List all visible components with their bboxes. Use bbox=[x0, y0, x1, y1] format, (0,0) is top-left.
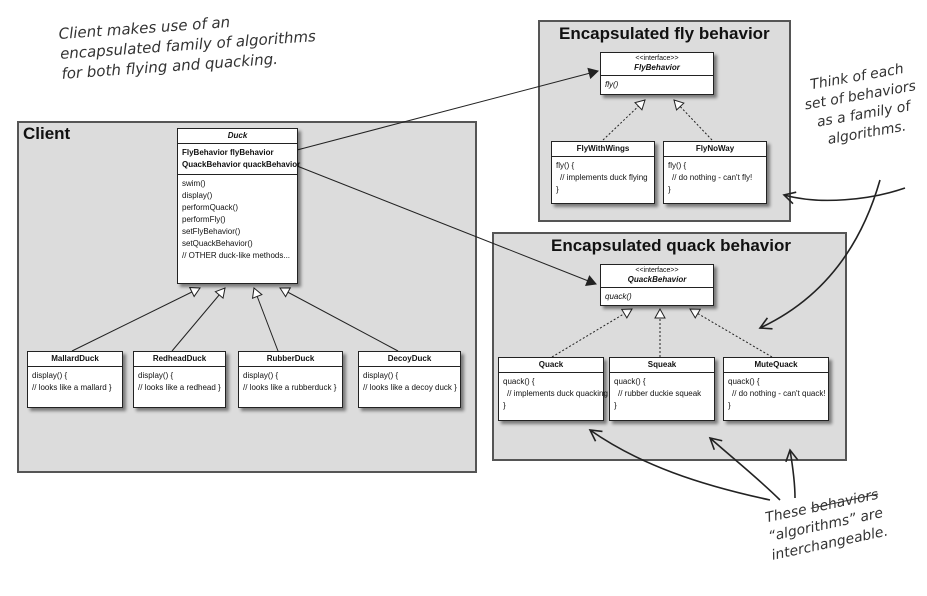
code-line: } bbox=[728, 401, 731, 410]
duck-attribute: FlyBehavior flyBehavior bbox=[182, 148, 274, 157]
code-line: fly() { bbox=[668, 161, 687, 170]
code-line: } bbox=[668, 185, 671, 194]
code-line: display() { bbox=[243, 371, 279, 380]
flynoway-class-name: FlyNoWay bbox=[664, 142, 766, 157]
quackbehavior-header: <<interface>> QuackBehavior bbox=[601, 265, 713, 288]
duck-method: performQuack() bbox=[182, 203, 239, 212]
flybehavior-header: <<interface>> FlyBehavior bbox=[601, 53, 713, 76]
flynoway-body: fly() { // do nothing - can't fly! } bbox=[664, 157, 766, 199]
quack-body: quack() { // implements duck quacking } bbox=[499, 373, 608, 415]
code-line: // looks like a decoy duck } bbox=[363, 383, 457, 392]
code-line: quack() { bbox=[728, 377, 760, 386]
quack-behavior-panel-title: Encapsulated quack behavior bbox=[551, 236, 791, 255]
family-note-arrow-to-fly bbox=[782, 187, 906, 205]
duck-attribute: QuackBehavior quackBehavior bbox=[182, 160, 301, 169]
mallardduck-body: display() { // looks like a mallard } bbox=[28, 367, 122, 397]
client-panel-title: Client bbox=[23, 124, 71, 143]
flybehavior-methods: fly() bbox=[601, 76, 713, 94]
quack-class-name: Quack bbox=[499, 358, 603, 373]
duck-method: // OTHER duck-like methods... bbox=[182, 251, 291, 260]
code-line: // implements duck flying bbox=[560, 173, 648, 182]
mutequack-class: MuteQuack quack() { // do nothing - can'… bbox=[723, 357, 829, 421]
duck-method: setFlyBehavior() bbox=[182, 227, 241, 236]
squeak-class: Squeak quack() { // rubber duckie squeak… bbox=[609, 357, 715, 421]
duck-attributes: FlyBehavior flyBehavior QuackBehavior qu… bbox=[178, 144, 301, 175]
duck-class: Duck FlyBehavior flyBehavior QuackBehavi… bbox=[177, 128, 301, 284]
flybehavior-method: fly() bbox=[605, 80, 619, 89]
duck-method: setQuackBehavior() bbox=[182, 239, 253, 248]
quackbehavior-methods: quack() bbox=[601, 288, 713, 306]
code-line: // looks like a redhead } bbox=[138, 383, 221, 392]
duck-method: swim() bbox=[182, 179, 206, 188]
code-line: fly() { bbox=[556, 161, 575, 170]
flybehavior-name: FlyBehavior bbox=[634, 63, 680, 72]
duck-class-name: Duck bbox=[178, 129, 297, 144]
code-line: } bbox=[503, 401, 506, 410]
code-line: // looks like a rubberduck } bbox=[243, 383, 337, 392]
redheadduck-class-name: RedheadDuck bbox=[134, 352, 225, 367]
family-note: Think of each set of behaviors as a fami… bbox=[800, 58, 924, 152]
interface-stereotype: <<interface>> bbox=[635, 55, 679, 62]
rubberduck-body: display() { // looks like a rubberduck } bbox=[239, 367, 342, 397]
code-line: // do nothing - can't quack! bbox=[732, 389, 826, 398]
quackbehavior-method: quack() bbox=[605, 292, 632, 301]
quack-class: Quack quack() { // implements duck quack… bbox=[498, 357, 608, 421]
code-line: display() { bbox=[363, 371, 399, 380]
decoyduck-class: DecoyDuck display() { // looks like a de… bbox=[358, 351, 461, 408]
code-line: // rubber duckie squeak bbox=[618, 389, 702, 398]
redheadduck-body: display() { // looks like a redhead } bbox=[134, 367, 225, 397]
mallardduck-class: MallardDuck display() { // looks like a … bbox=[27, 351, 123, 408]
code-line: display() { bbox=[32, 371, 68, 380]
code-line: } bbox=[614, 401, 617, 410]
flywithwings-class: FlyWithWings fly() { // implements duck … bbox=[551, 141, 655, 204]
code-line: quack() { bbox=[614, 377, 646, 386]
squeak-body: quack() { // rubber duckie squeak } bbox=[610, 373, 714, 415]
code-line: // implements duck quacking bbox=[507, 389, 608, 398]
code-line: // do nothing - can't fly! bbox=[672, 173, 753, 182]
code-line: } bbox=[556, 185, 559, 194]
interface-stereotype: <<interface>> bbox=[635, 267, 679, 274]
duck-method: display() bbox=[182, 191, 213, 200]
code-line: // looks like a mallard } bbox=[32, 383, 112, 392]
decoyduck-body: display() { // looks like a decoy duck } bbox=[359, 367, 460, 397]
fly-behavior-panel-title: Encapsulated fly behavior bbox=[559, 24, 770, 43]
mutequack-body: quack() { // do nothing - can't quack! } bbox=[724, 373, 828, 415]
rubberduck-class: RubberDuck display() { // looks like a r… bbox=[238, 351, 343, 408]
duck-method: performFly() bbox=[182, 215, 226, 224]
rubberduck-class-name: RubberDuck bbox=[239, 352, 342, 367]
redheadduck-class: RedheadDuck display() { // looks like a … bbox=[133, 351, 226, 408]
client-note: Client makes use of an encapsulated fami… bbox=[58, 6, 318, 84]
quackbehavior-name: QuackBehavior bbox=[627, 275, 687, 284]
code-line: quack() { bbox=[503, 377, 535, 386]
flywithwings-body: fly() { // implements duck flying } bbox=[552, 157, 654, 199]
quackbehavior-interface: <<interface>> QuackBehavior quack() bbox=[600, 264, 714, 306]
duck-methods: swim() display() performQuack() performF… bbox=[178, 175, 297, 265]
flynoway-class: FlyNoWay fly() { // do nothing - can't f… bbox=[663, 141, 767, 204]
flywithwings-class-name: FlyWithWings bbox=[552, 142, 654, 157]
code-line: display() { bbox=[138, 371, 174, 380]
mutequack-class-name: MuteQuack bbox=[724, 358, 828, 373]
interchange-note: These behaviors “algorithms” are interch… bbox=[762, 485, 890, 565]
flybehavior-interface: <<interface>> FlyBehavior fly() bbox=[600, 52, 714, 95]
squeak-class-name: Squeak bbox=[610, 358, 714, 373]
decoyduck-class-name: DecoyDuck bbox=[359, 352, 460, 367]
mallardduck-class-name: MallardDuck bbox=[28, 352, 122, 367]
